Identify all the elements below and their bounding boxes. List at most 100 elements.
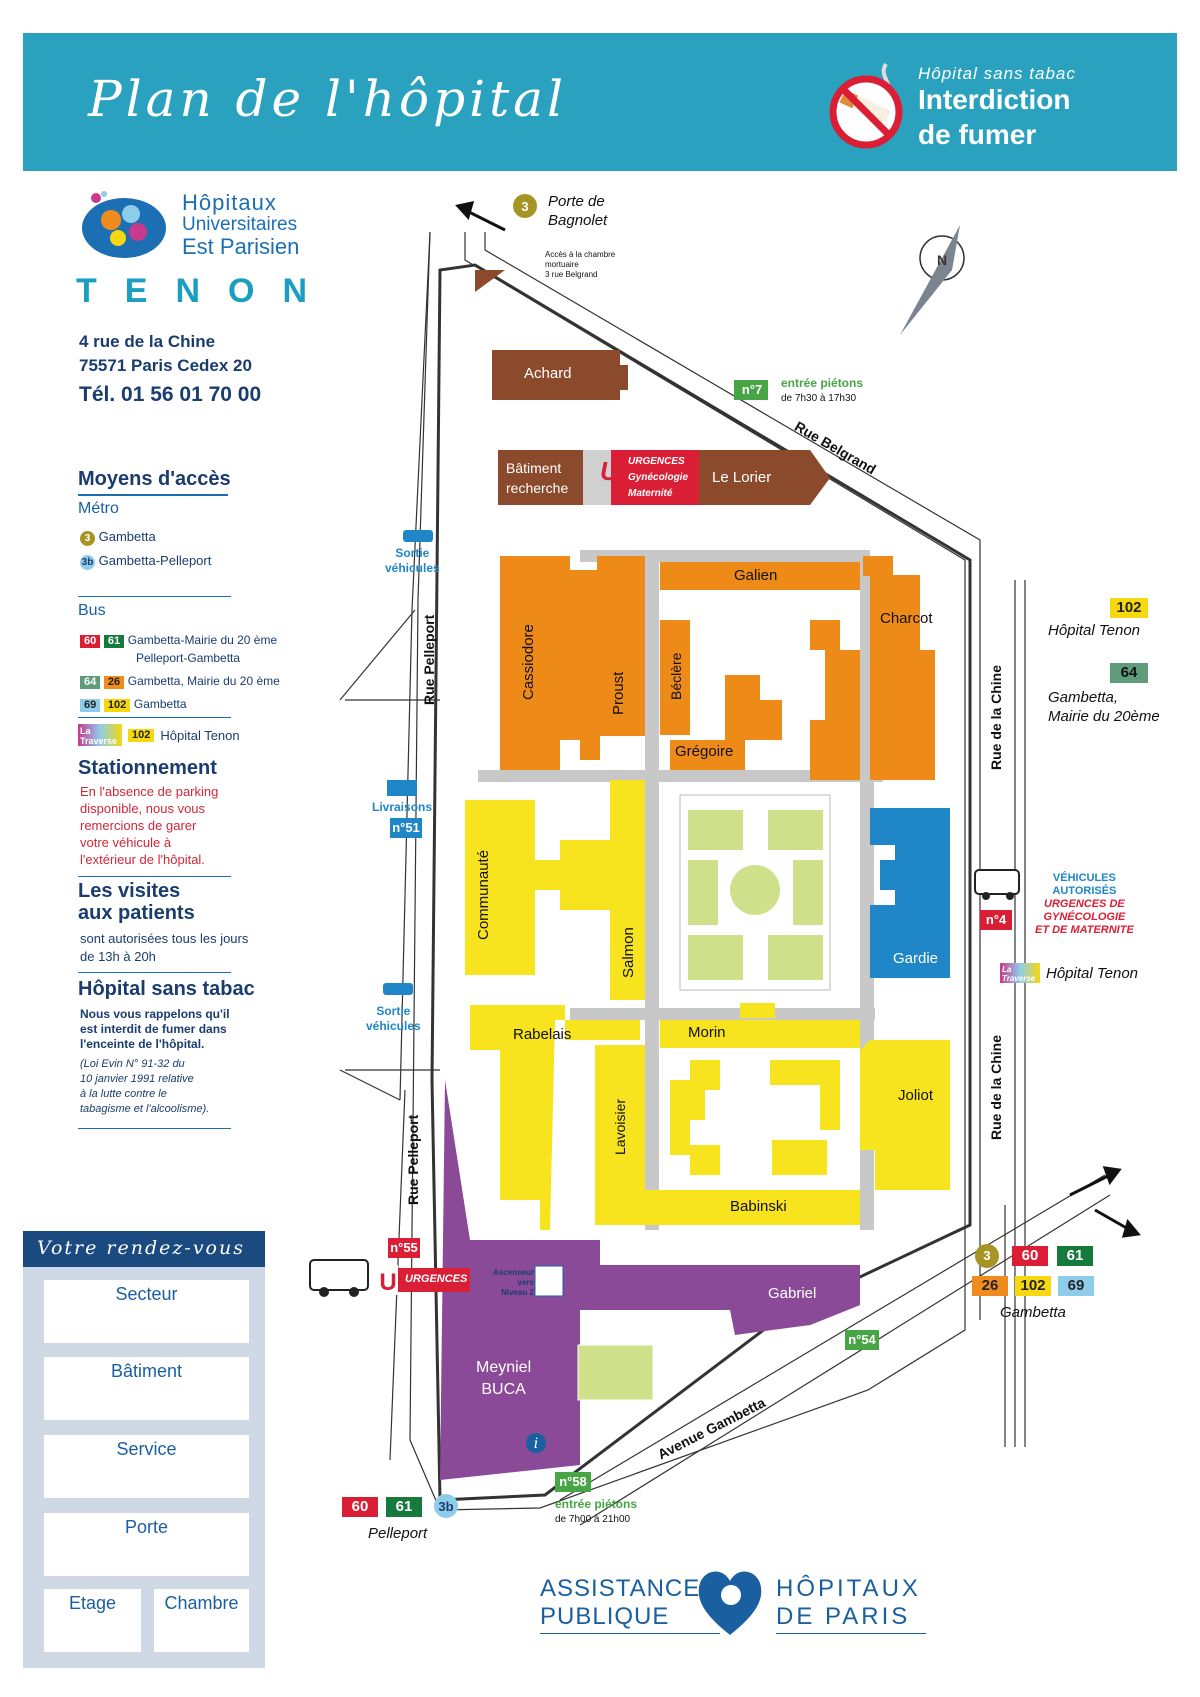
building-proust <box>597 556 645 736</box>
elevator-label: Ascenseur vers Niveau 2 <box>493 1268 534 1297</box>
compass-icon: N <box>900 225 965 335</box>
visits-text: sont autorisées tous les jours de 13h à … <box>80 931 249 964</box>
elevator-icon <box>534 1265 564 1297</box>
street-pelleport-upper: Rue Pelleport <box>421 614 437 705</box>
gate-n54: n°54 <box>848 1332 876 1347</box>
label-charcot: Charcot <box>880 610 933 627</box>
gate-n58: n°58 <box>559 1474 587 1489</box>
gate-n51: n°51 <box>392 820 420 835</box>
bus-row-64-26: 64 26 Gambetta, Mairie du 20 ème <box>80 673 280 689</box>
field-etage[interactable]: Etage <box>44 1589 141 1652</box>
label-communaute: Communauté <box>475 849 492 940</box>
gate-n4: n°4 <box>985 912 1007 927</box>
bus-64: 64 <box>1120 664 1138 681</box>
metro-badge-3-gambetta: 3 <box>983 1248 991 1263</box>
divider <box>78 717 231 718</box>
bus-60-pelleport: 60 <box>351 1498 369 1515</box>
divider <box>776 1633 926 1634</box>
phone-number: Tél. 01 56 01 70 00 <box>79 383 262 406</box>
no-smoking-line1: Interdiction <box>918 84 1071 115</box>
info-icon <box>526 1433 546 1453</box>
field-secteur[interactable]: Secteur <box>44 1280 249 1343</box>
label-lavoisier: Lavoisier <box>612 1098 628 1155</box>
building-charcot <box>870 575 935 780</box>
svg-text:i: i <box>534 1436 538 1452</box>
truck-icon <box>387 780 417 796</box>
address: 4 rue de la Chine 75571 Paris Cedex 20 <box>79 332 252 375</box>
pedestrian-entrance-58: entrée piétons de 7h00 à 21h00 <box>555 1497 638 1525</box>
field-batiment[interactable]: Bâtiment <box>44 1357 249 1420</box>
building-rabelais <box>470 1005 640 1230</box>
pedestrian-entrance-7: entrée piétons de 7h30 à 17h30 <box>781 376 864 404</box>
law-text: (Loi Evin N° 91-32 du 10 janvier 1991 re… <box>80 1058 210 1115</box>
appointment-title: Votre rendez-vous <box>23 1231 265 1267</box>
parking-text: En l'absence de parking disponible, nous… <box>80 784 219 867</box>
building-le-lorier <box>699 450 830 505</box>
bus-102-gambetta: 102 <box>1020 1277 1046 1294</box>
label-morin: Morin <box>688 1024 726 1041</box>
field-chambre[interactable]: Chambre <box>154 1589 249 1652</box>
building-cassiodore <box>500 556 600 770</box>
divider <box>78 1128 231 1129</box>
divider <box>78 972 231 973</box>
logo-text: Hôpitaux Universitaires Est Parisien <box>182 190 300 259</box>
label-urgences-gyneco: URGENCES Gynécologie Maternité <box>628 456 689 499</box>
bus-102: 102 <box>1116 599 1142 616</box>
vehicle-exit-lower: Sortie véhicules <box>366 1004 421 1033</box>
divider <box>540 1633 720 1634</box>
building-beclere <box>660 620 690 735</box>
mortuary-access: Accès à la chambre mortuaire 3 rue Belgr… <box>545 250 616 279</box>
bus-row-traverse: La Traverse 102 Hôpital Tenon <box>78 724 240 746</box>
bus-60: 60 <box>1021 1247 1039 1264</box>
building-urgences-gyneco <box>611 450 699 505</box>
stop-gambetta-mairie: Gambetta, Mairie du 20ème <box>1048 689 1160 725</box>
traverse-logo-icon: La Traverse <box>78 724 122 746</box>
urgences-u-icon: U <box>600 456 619 486</box>
tabac-text: Nous vous rappelons qu'il est interdit d… <box>80 1007 230 1051</box>
parking-title: Stationnement <box>78 757 217 779</box>
car-icon <box>383 983 413 995</box>
building-recherche <box>498 450 583 505</box>
gate-n7: n°7 <box>741 382 763 397</box>
traverse-stop: La Traverse Hôpital Tenon <box>1000 963 1139 983</box>
label-le-lorier: Le Lorier <box>712 469 772 486</box>
building-babinski <box>620 1190 860 1225</box>
street-chine-upper: Rue de la Chine <box>988 664 1004 770</box>
label-rabelais: Rabelais <box>513 1026 572 1043</box>
visits-title: Les visites aux patients <box>78 880 195 924</box>
aphp-left: ASSISTANCE PUBLIQUE <box>540 1575 701 1630</box>
bus-61: 61 <box>1066 1247 1084 1264</box>
building-gregoire <box>670 675 782 770</box>
metro-line-3: 3 Gambetta <box>80 529 156 546</box>
field-porte[interactable]: Porte <box>44 1513 249 1576</box>
vehicle-exit-upper: Sortie véhicules <box>385 546 440 575</box>
bus-26: 26 <box>981 1277 999 1294</box>
label-achard: Achard <box>524 365 572 382</box>
bus-69: 69 <box>1067 1277 1085 1294</box>
deliveries: Livraisons <box>372 800 433 814</box>
label-urgences: URGENCES <box>405 1273 468 1285</box>
label-proust: Proust <box>610 671 627 715</box>
label-meyniel: Meyniel BUCA <box>476 1359 532 1398</box>
car-icon <box>403 530 433 542</box>
label-beclere: Béclère <box>668 652 684 700</box>
porte-bagnolet: Porte de Bagnolet <box>548 193 608 229</box>
label-gabriel: Gabriel <box>768 1285 817 1302</box>
street-lines <box>339 231 1111 1526</box>
field-service[interactable]: Service <box>44 1435 249 1498</box>
bus-61-pelleport: 61 <box>395 1498 413 1515</box>
tabac-title: Hôpital sans tabac <box>78 978 255 1000</box>
metro-badge-3b: 3b <box>438 1499 454 1514</box>
bus-row-69-102: 69 102 Gambetta <box>80 696 187 712</box>
building-gabriel <box>600 1265 860 1332</box>
label-cassiodore: Cassiodore <box>520 624 537 700</box>
traverse-logo-icon: La Traverse <box>1000 963 1040 983</box>
svg-text:N: N <box>937 252 947 268</box>
building-galien <box>660 562 860 590</box>
hospital-logo-icon <box>82 191 166 258</box>
building-achard <box>492 350 628 400</box>
ambulance-icon <box>309 869 1020 1297</box>
divider <box>78 494 228 496</box>
metro-label: Métro <box>78 500 119 517</box>
